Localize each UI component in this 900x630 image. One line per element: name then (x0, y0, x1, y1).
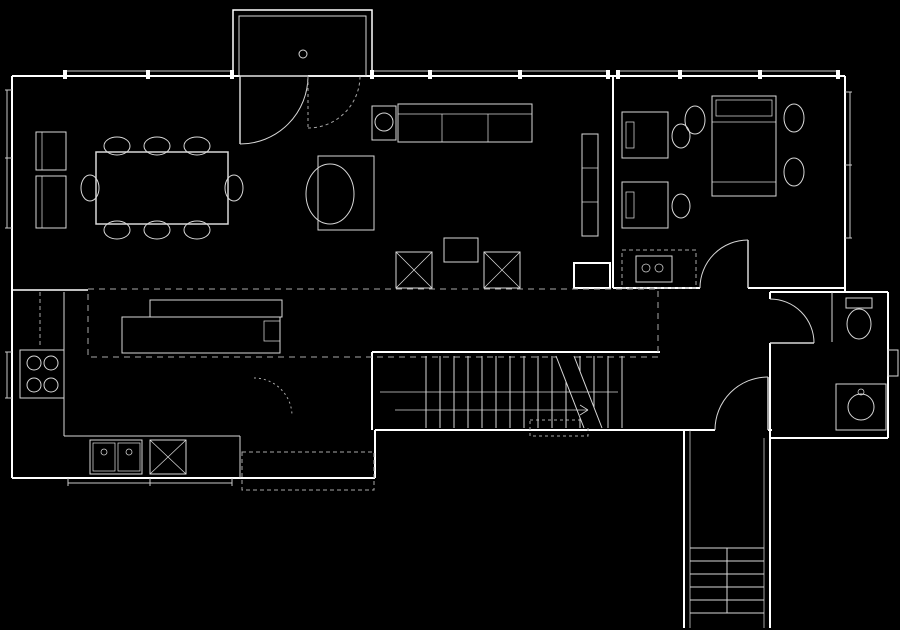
window-pier (836, 70, 840, 79)
window-pier (616, 70, 620, 79)
entry-door-swing (239, 75, 309, 145)
toilet-bowl (846, 308, 872, 340)
dining-chair (80, 174, 100, 202)
dishwasher (149, 439, 187, 475)
desk-monitor (625, 191, 635, 219)
dining-chair (103, 220, 131, 240)
desk-chair (671, 193, 691, 219)
vestibule-outer (232, 9, 373, 77)
dining-chair (143, 220, 171, 240)
cooktop-burner (26, 377, 42, 393)
side-table (371, 105, 397, 141)
office-door-swing (699, 239, 749, 289)
sink-basin (92, 442, 116, 472)
island-sink (263, 320, 281, 342)
accent-chair (684, 105, 706, 135)
office-cabinet (635, 255, 673, 283)
table-lamp (374, 112, 394, 132)
dining-table (95, 151, 229, 225)
closet-outline-dashed (621, 249, 697, 289)
dining-chair (143, 136, 171, 156)
chase-living (573, 262, 611, 289)
dining-chair (224, 174, 244, 202)
island-counter-upper (149, 299, 283, 318)
dishwasher-diagonal (149, 439, 187, 475)
island-counter-main (121, 316, 281, 354)
office-cabinet-knob (641, 263, 651, 273)
sink-drain (125, 448, 133, 456)
vestibule-inner (238, 15, 367, 77)
window-pier (63, 70, 67, 79)
sink-basin (117, 442, 141, 472)
sink (89, 439, 143, 475)
vanity-basin (847, 393, 875, 421)
vestibule-knob (298, 49, 308, 59)
hall-opening-dashed (87, 288, 659, 358)
daybed (711, 95, 777, 197)
office-cabinet-knob (654, 263, 664, 273)
desk-monitor (625, 121, 635, 149)
pantry-door-swing-dashed (253, 377, 293, 417)
bath-door-swing (769, 298, 815, 344)
vanity (835, 383, 887, 431)
media-console (581, 133, 599, 237)
ottoman (483, 251, 521, 289)
desk-chair (671, 123, 691, 149)
accent-chair (783, 157, 805, 187)
daybed-pillow (715, 99, 773, 117)
sofa (397, 103, 533, 143)
dining-chair (183, 220, 211, 240)
cooktop-burner (43, 355, 59, 371)
ottoman-diagonal (395, 251, 433, 289)
skylight-dashed (529, 419, 589, 437)
dining-chair (103, 136, 131, 156)
window-pier (146, 70, 150, 79)
lounge-chair (317, 155, 375, 231)
sideboard-lower (35, 175, 67, 229)
accent-chair (783, 103, 805, 133)
bath-niche (887, 349, 899, 377)
window-pier (758, 70, 762, 79)
desk (621, 111, 669, 159)
window-pier (606, 70, 610, 79)
stair-arrowhead (579, 404, 589, 411)
ottoman-diagonal (483, 251, 521, 289)
cooktop (19, 349, 65, 399)
coffee-table (443, 237, 479, 263)
desk (621, 181, 669, 229)
window-pier (370, 70, 374, 79)
overhang-dashed (241, 451, 375, 491)
dining-chair (183, 136, 211, 156)
cooktop-burner (43, 377, 59, 393)
stair-arrowhead (579, 409, 589, 416)
window-pier (428, 70, 432, 79)
window-pier (678, 70, 682, 79)
sideboard-upper (35, 131, 67, 171)
rear-door-swing (714, 376, 769, 431)
entry-door2-swing-dashed (307, 75, 361, 129)
cooktop-burner (26, 355, 42, 371)
ottoman (395, 251, 433, 289)
window-pier (230, 70, 234, 79)
lounge-chair-seat (305, 163, 355, 225)
window-pier (518, 70, 522, 79)
toilet-tank (845, 297, 873, 309)
vanity-faucet (857, 388, 865, 396)
sink-drain (100, 448, 108, 456)
